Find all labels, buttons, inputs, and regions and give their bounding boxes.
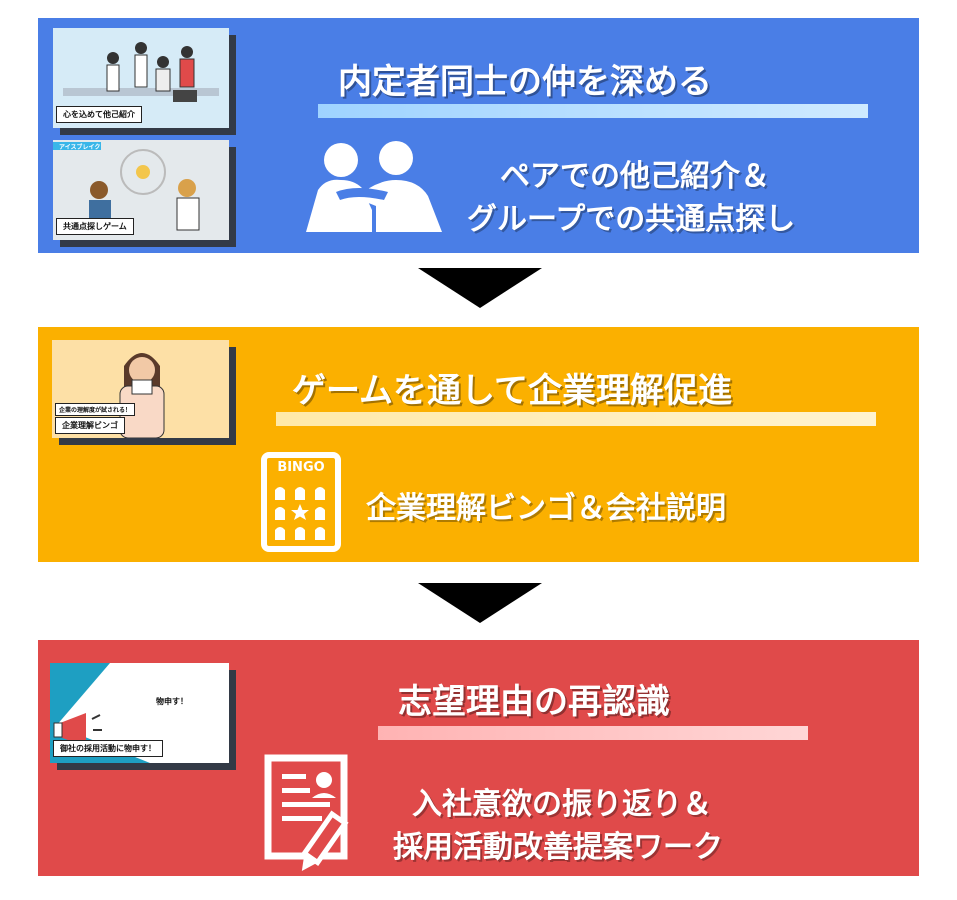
- section-title: 志望理由の再認識: [398, 682, 670, 722]
- people-hugging-icon: [306, 141, 442, 232]
- bingo-card-icon: BINGO: [261, 452, 341, 552]
- section-description: 企業理解ビンゴ＆会社説明: [366, 491, 726, 526]
- thumbnail-tag-bar: [53, 142, 101, 150]
- thumbnail-common-ground-game: アイスブレイク 共通点探しゲーム: [53, 140, 229, 240]
- section-title: 内定者同士の仲を深める: [338, 62, 712, 102]
- bingo-grid: [275, 487, 325, 540]
- section-description-line2: 採用活動改善提案ワーク: [393, 830, 723, 865]
- thumbnail-label: 共通点探しゲーム: [56, 218, 134, 235]
- thumbnail-tag: 企業の理解度が試される！: [55, 403, 136, 416]
- thumbnail-tag: アイスブレイク: [59, 144, 101, 151]
- section-title: ゲームを通して企業理解促進: [292, 371, 732, 411]
- title-underline: [378, 726, 808, 740]
- document-pen-icon: [264, 754, 349, 872]
- title-underline: [318, 104, 868, 118]
- down-arrow-icon: [418, 583, 542, 623]
- bingo-label: BINGO: [277, 460, 325, 475]
- thumbnail-self-introduction: 心を込めて他己紹介: [53, 28, 229, 128]
- thumbnail-recruiting-feedback: 物申す！ 御社の採用活動に物申す！: [50, 663, 229, 763]
- thumbnail-label: 心を込めて他己紹介: [56, 106, 142, 123]
- thumbnail-label: 企業理解ビンゴ: [55, 417, 125, 434]
- thumbnail-label: 御社の採用活動に物申す！: [53, 740, 163, 757]
- thumbnail-company-bingo: 企業の理解度が試される！ 企業理解ビンゴ: [52, 340, 229, 438]
- down-arrow-icon: [418, 268, 542, 308]
- section-description-line1: ペアでの他己紹介＆: [500, 159, 770, 194]
- section-description-line2: グループでの共通点探し: [467, 202, 796, 237]
- title-underline: [276, 412, 876, 426]
- speech-bubble: 物申す！: [156, 697, 188, 706]
- meeting-illustration: [53, 28, 229, 128]
- section-description-line1: 入社意欲の振り返り＆: [412, 787, 712, 822]
